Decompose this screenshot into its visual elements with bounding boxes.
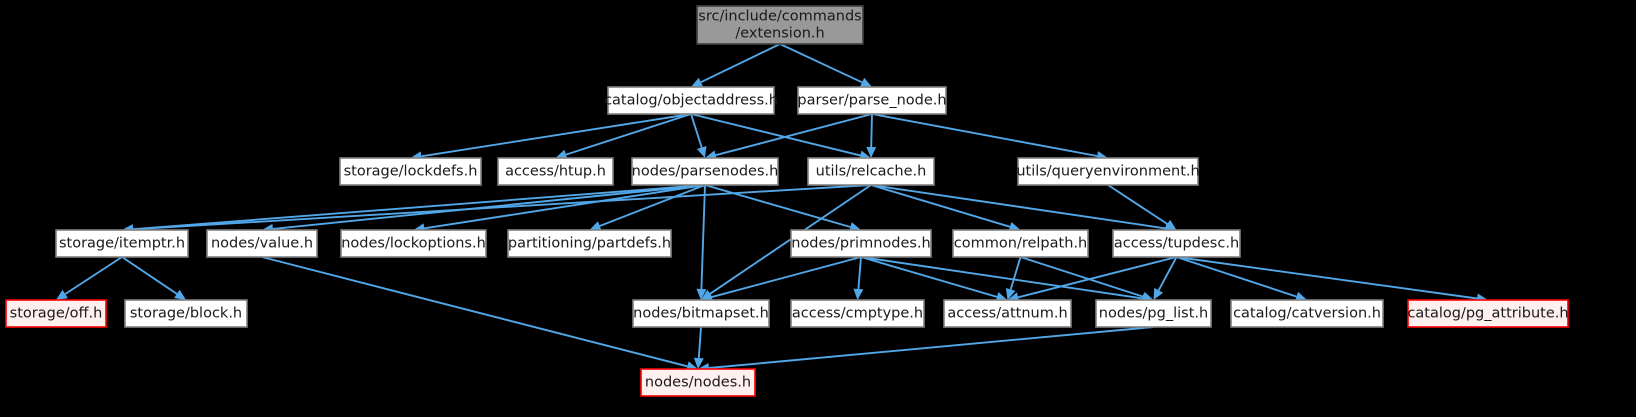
node-label: nodes/pg_list.h [1099,306,1208,322]
node-label: utils/queryenvironment.h [1016,164,1199,180]
edge-itemptr-to-block [121,256,186,300]
node-box [696,5,864,45]
node-pg_list[interactable]: nodes/pg_list.h [1095,299,1212,328]
node-label: access/cmptype.h [792,306,923,322]
node-box [640,368,756,397]
node-box [607,86,775,115]
node-label: nodes/bitmapset.h [633,306,769,322]
node-label: catalog/catversion.h [1233,306,1381,322]
node-queryenvironment[interactable]: utils/queryenvironment.h [1016,157,1200,186]
node-htup[interactable]: access/htup.h [497,157,614,186]
edge-tupdesc-to-catversion [1176,256,1307,302]
node-label: nodes/parsenodes.h [632,164,779,180]
node-label: nodes/value.h [211,236,313,252]
node-nodes[interactable]: nodes/nodes.h [640,368,756,397]
node-box [790,299,925,328]
node-label: storage/lockdefs.h [344,164,478,180]
node-lockoptions[interactable]: nodes/lockoptions.h [340,229,487,258]
node-box [55,229,189,258]
node-attnum[interactable]: access/attnum.h [943,299,1072,328]
edge-itemptr-to-off [56,256,123,300]
edge-extension-to-objectaddress [691,43,781,87]
edge-tupdesc-to-pg_list [1153,256,1178,300]
node-value[interactable]: nodes/value.h [206,229,318,258]
node-box [1407,299,1569,328]
node-relcache[interactable]: utils/relcache.h [807,157,935,186]
edge-queryenvironment-to-tupdesc [1107,184,1177,230]
node-catversion[interactable]: catalog/catversion.h [1230,299,1384,328]
node-label: utils/relcache.h [816,164,927,180]
edge-parsenodes-to-bitmapset [696,184,707,300]
node-label: nodes/nodes.h [645,375,751,391]
edge-extension-to-parse_node [779,43,872,87]
node-box [5,299,107,328]
node-label: catalog/objectaddress.h [604,93,778,109]
node-box [124,299,248,328]
edge-parse_node-to-relcache [866,113,877,158]
edge-parsenodes-to-partdefs [589,184,706,231]
node-bitmapset[interactable]: nodes/bitmapset.h [632,299,770,328]
node-label: storage/off.h [10,306,103,322]
node-box [340,229,487,258]
node-label: access/htup.h [505,164,606,180]
node-box [339,157,482,186]
node-label: access/tupdesc.h [1114,236,1239,252]
edge-primnodes-to-cmptype [853,256,864,300]
node-box [943,299,1072,328]
node-box [790,229,932,258]
node-extension[interactable]: src/include/commands/extension.h [696,5,864,45]
node-pg_attribute[interactable]: catalog/pg_attribute.h [1407,299,1569,328]
node-tupdesc[interactable]: access/tupdesc.h [1112,229,1241,258]
edge-objectaddress-to-htup [555,113,692,160]
node-primnodes[interactable]: nodes/primnodes.h [790,229,932,258]
node-box [497,157,614,186]
node-label: parser/parse_node.h [797,93,946,109]
node-box [797,86,947,115]
node-box [1112,229,1241,258]
node-box [1017,157,1199,186]
node-box [206,229,318,258]
node-label: access/attnum.h [947,306,1067,322]
edge-relpath-to-pg_list [1020,256,1154,302]
node-block[interactable]: storage/block.h [124,299,248,328]
node-parse_node[interactable]: parser/parse_node.h [797,86,947,115]
node-label: storage/itemptr.h [59,236,185,252]
node-layer: src/include/commands/extension.h catalog/… [5,5,1569,397]
node-label: partitioning/partdefs.h [508,236,671,252]
node-box [807,157,935,186]
node-label: src/include/commands [698,9,861,25]
edge-bitmapset-to-nodes [693,326,704,369]
node-itemptr[interactable]: storage/itemptr.h [55,229,189,258]
edge-relpath-to-attnum [1005,256,1022,300]
node-box [952,229,1089,258]
node-box [632,299,770,328]
node-label: nodes/primnodes.h [791,236,931,252]
node-relpath[interactable]: common/relpath.h [952,229,1089,258]
node-lockdefs[interactable]: storage/lockdefs.h [339,157,482,186]
node-partdefs[interactable]: partitioning/partdefs.h [507,229,672,258]
node-box [631,157,779,186]
node-box [507,229,672,258]
node-label: common/relpath.h [954,236,1087,252]
node-label: storage/block.h [130,306,242,322]
node-objectaddress[interactable]: catalog/objectaddress.h [604,86,778,115]
node-off[interactable]: storage/off.h [5,299,107,328]
node-label: catalog/pg_attribute.h [1407,306,1568,322]
node-box [1095,299,1212,328]
node-label: nodes/lockoptions.h [341,236,486,252]
node-label: /extension.h [735,26,824,42]
node-cmptype[interactable]: access/cmptype.h [790,299,925,328]
node-box [1230,299,1384,328]
edge-objectaddress-to-parsenodes [690,113,707,158]
node-parsenodes[interactable]: nodes/parsenodes.h [631,157,779,186]
